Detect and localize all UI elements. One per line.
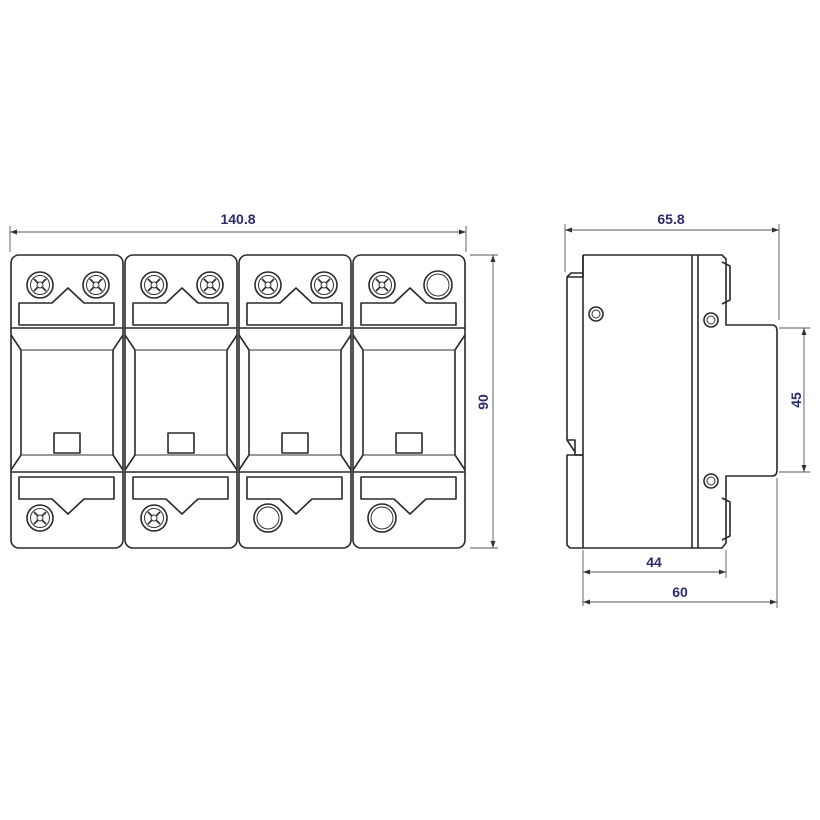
screw-terminal-icon bbox=[310, 271, 338, 299]
side-body-outline bbox=[566, 254, 778, 549]
screw-terminal-icon bbox=[368, 271, 396, 299]
front-width-label: 140.8 bbox=[220, 211, 255, 227]
indicator-window bbox=[281, 432, 309, 454]
screw-terminal-icon bbox=[82, 271, 110, 299]
indicator-window bbox=[395, 432, 423, 454]
pole-module bbox=[10, 254, 124, 549]
indicator-window bbox=[53, 432, 81, 454]
indicator-window bbox=[167, 432, 195, 454]
din-clip-outline bbox=[566, 255, 584, 456]
screw-terminal-icon bbox=[26, 504, 54, 532]
side-rivet-icon bbox=[703, 473, 719, 489]
dimension-depth-60: 60 bbox=[583, 478, 778, 608]
dimension-side-width: 65.8 bbox=[564, 211, 780, 320]
dimension-rail-height: 45 bbox=[779, 327, 810, 473]
plain-terminal-icon bbox=[367, 503, 397, 533]
dimension-front-width: 140.8 bbox=[9, 211, 467, 252]
pole-module bbox=[124, 254, 238, 549]
screw-terminal-icon bbox=[254, 271, 282, 299]
pole-module bbox=[238, 254, 352, 549]
pole-module bbox=[352, 254, 466, 549]
dimension-depth-44: 44 bbox=[582, 550, 727, 606]
screw-terminal-icon bbox=[140, 271, 168, 299]
dimension-front-height: 90 bbox=[470, 254, 498, 549]
side-rivet-icon bbox=[703, 312, 719, 328]
side-view bbox=[566, 254, 778, 549]
plain-terminal-icon bbox=[253, 503, 283, 533]
side-width-label: 65.8 bbox=[657, 211, 684, 227]
front-height-label: 90 bbox=[475, 394, 491, 410]
depth-44-label: 44 bbox=[646, 554, 662, 570]
rail-height-label: 45 bbox=[788, 392, 804, 408]
depth-60-label: 60 bbox=[672, 584, 688, 600]
front-view bbox=[10, 254, 466, 549]
side-rivet-icon bbox=[588, 306, 604, 322]
screw-terminal-icon bbox=[196, 271, 224, 299]
screw-terminal-icon bbox=[26, 271, 54, 299]
screw-terminal-icon bbox=[140, 504, 168, 532]
plain-terminal-icon bbox=[423, 270, 453, 300]
